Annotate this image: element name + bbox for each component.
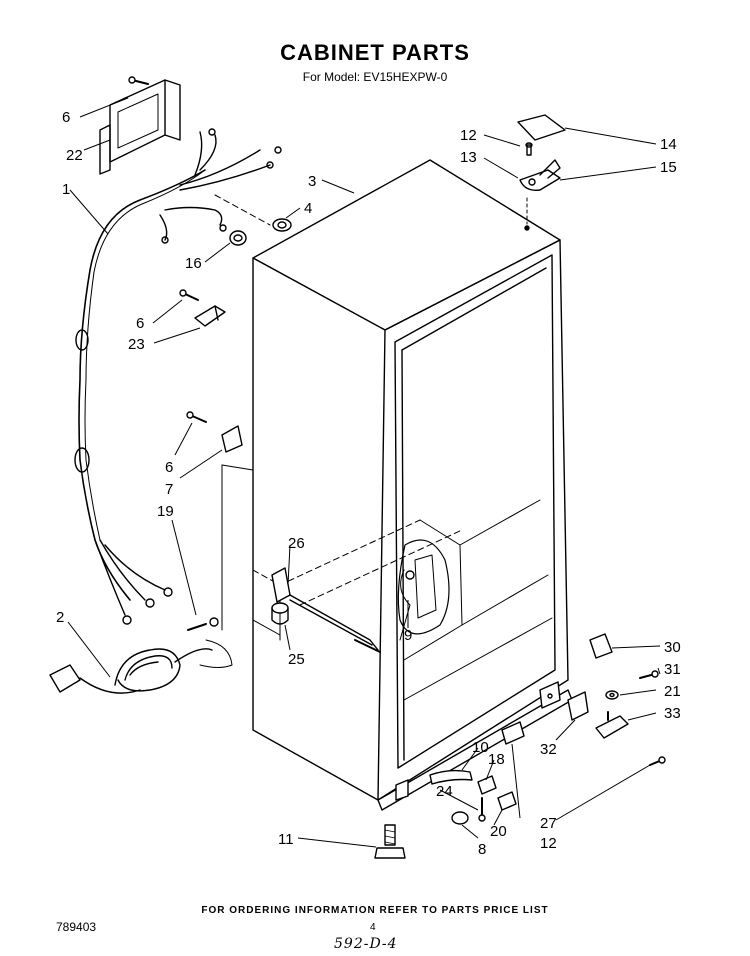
callout-24: 24 xyxy=(436,783,453,800)
screw-part-6-lower xyxy=(186,411,207,423)
callout-2: 2 xyxy=(56,609,64,626)
callout-13: 13 xyxy=(460,149,477,166)
callout-32: 32 xyxy=(540,741,557,758)
callout-33: 33 xyxy=(664,705,681,722)
hinge-part-15 xyxy=(519,159,561,191)
clip-part-7 xyxy=(221,425,243,453)
screw-part-24 xyxy=(478,797,486,822)
wire-guide xyxy=(221,464,254,471)
kick-plate-part-27 xyxy=(501,721,525,745)
screw-part-13 xyxy=(524,197,530,231)
callout-12: 12 xyxy=(460,127,477,144)
cabinet-body xyxy=(252,159,573,811)
callout-23: 23 xyxy=(128,336,145,353)
corner-plate xyxy=(395,779,409,801)
callout-6: 6 xyxy=(165,459,173,476)
callout-25: 25 xyxy=(288,651,305,668)
power-cord-part-2 xyxy=(49,648,213,694)
callout-15: 15 xyxy=(660,159,677,176)
callout-numbers: 6 22 1 3 4 16 6 23 12 13 14 15 6 7 19 26… xyxy=(56,109,681,858)
handwritten-code: 592-D-4 xyxy=(334,936,398,952)
leader-lines xyxy=(67,97,661,848)
screw-part-6-middle xyxy=(179,289,199,301)
callout-12: 12 xyxy=(540,835,557,852)
connector-part-19 xyxy=(187,617,233,668)
leveling-leg-part-11 xyxy=(374,824,406,859)
screw-part-6-top xyxy=(128,76,149,85)
callout-21: 21 xyxy=(664,683,681,700)
clip-part-20 xyxy=(497,791,517,811)
drain-pan-part-25 xyxy=(271,602,289,625)
callout-14: 14 xyxy=(660,136,677,153)
hinge-pin-part-12-top xyxy=(525,142,533,156)
callout-27: 27 xyxy=(540,815,557,832)
page-number: 4 xyxy=(370,922,376,933)
callout-1: 1 xyxy=(62,181,70,198)
bracket-part-32 xyxy=(539,681,589,721)
hinge-part-33 xyxy=(595,711,629,739)
callout-18: 18 xyxy=(488,751,505,768)
clip-part-23 xyxy=(194,305,226,327)
callout-26: 26 xyxy=(288,535,305,552)
callout-7: 7 xyxy=(165,481,173,498)
hinge-cover-part-30 xyxy=(589,633,613,659)
callout-8: 8 xyxy=(478,841,486,858)
screw-part-31 xyxy=(639,670,659,679)
page-title: CABINET PARTS xyxy=(280,40,470,65)
drain-hose-part-9 xyxy=(399,569,415,641)
callout-19: 19 xyxy=(157,503,174,520)
plug-part-8 xyxy=(451,811,469,825)
bracket-part-22 xyxy=(99,79,181,175)
callout-3: 3 xyxy=(308,173,316,190)
callout-9: 9 xyxy=(404,627,412,644)
callout-20: 20 xyxy=(490,823,507,840)
document-number: 789403 xyxy=(56,920,97,934)
hinge-cover-part-14 xyxy=(517,114,566,141)
callout-11: 11 xyxy=(278,831,294,848)
washer-part-21 xyxy=(605,690,619,700)
drain-tube-part-26 xyxy=(271,567,379,651)
callout-22: 22 xyxy=(66,147,83,164)
callout-10: 10 xyxy=(472,739,489,756)
callout-6: 6 xyxy=(62,109,70,126)
callout-4: 4 xyxy=(304,200,312,217)
callout-31: 31 xyxy=(664,661,681,678)
wiring-harness-part-1 xyxy=(74,128,282,625)
screw-part-12-bottom xyxy=(649,756,666,766)
callout-30: 30 xyxy=(664,639,681,656)
drain-fitting xyxy=(354,639,381,653)
callout-16: 16 xyxy=(185,255,202,272)
callout-6: 6 xyxy=(136,315,144,332)
grommet-part-4 xyxy=(272,218,292,232)
model-subtitle: For Model: EV15HEXPW-0 xyxy=(302,70,448,84)
hose-part-10 xyxy=(429,769,473,785)
ordering-note: FOR ORDERING INFORMATION REFER TO PARTS … xyxy=(201,905,549,916)
plug-part-16 xyxy=(229,230,247,246)
